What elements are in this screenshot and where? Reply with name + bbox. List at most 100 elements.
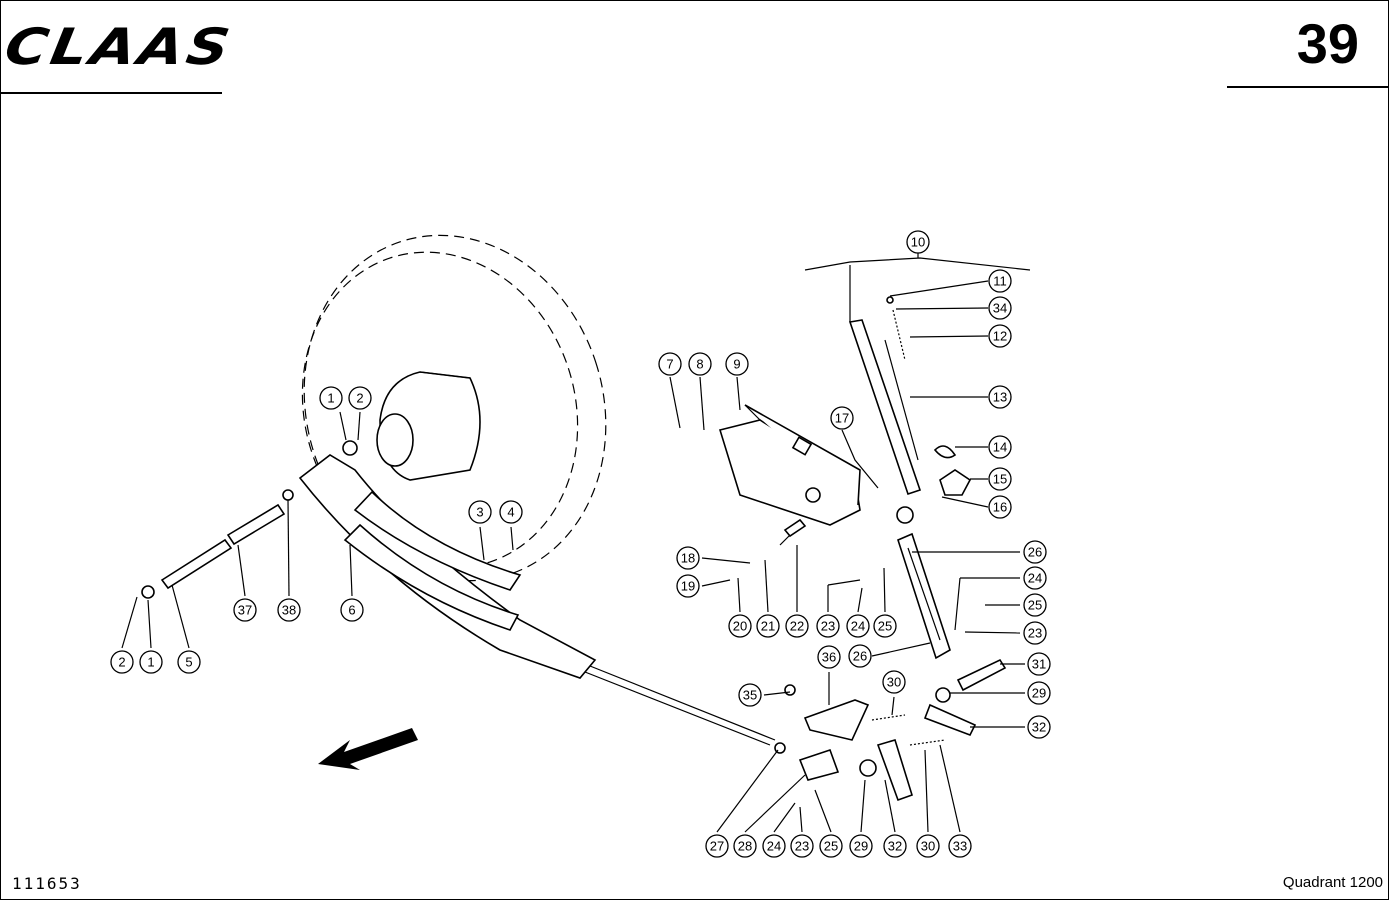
callout: 17 (830, 406, 854, 430)
callout-label: 31 (1032, 657, 1046, 672)
pins (141, 440, 358, 599)
callout-label: 24 (767, 839, 781, 854)
lining-upper (353, 490, 522, 591)
callout-label: 32 (888, 839, 902, 854)
callout: 19 (676, 574, 700, 598)
callout: 23 (790, 834, 814, 858)
lower-linkage (774, 658, 1007, 802)
callout: 3 (468, 500, 492, 524)
callout: 21 (756, 614, 780, 638)
callout-label: 35 (743, 688, 757, 703)
drawing-number: 111653 (12, 874, 82, 893)
callout: 27 (705, 834, 729, 858)
callout: 10 (906, 230, 930, 254)
callout-label: 20 (733, 619, 747, 634)
callout: 22 (785, 614, 809, 638)
callout-label: 10 (911, 235, 925, 250)
callout: 31 (1027, 652, 1051, 676)
callout-label: 1 (327, 391, 334, 406)
callout-label: 18 (681, 551, 695, 566)
callout: 14 (988, 435, 1012, 459)
callout: 8 (688, 352, 712, 376)
callout-label: 8 (696, 357, 703, 372)
callout: 1 (139, 650, 163, 674)
callout-label: 34 (993, 301, 1007, 316)
tension-rod (848, 296, 972, 524)
callout: 38 (277, 598, 301, 622)
callout: 30 (916, 834, 940, 858)
callout-label: 24 (1028, 571, 1042, 586)
callout-label: 23 (821, 619, 835, 634)
callout-label: 16 (993, 500, 1007, 515)
slotted-link (897, 532, 951, 660)
callout-label: 27 (710, 839, 724, 854)
callout-label: 26 (1028, 545, 1042, 560)
callout-label: 15 (993, 472, 1007, 487)
wheel-outline (301, 234, 607, 582)
callout-label: 24 (851, 619, 865, 634)
callout: 9 (725, 352, 749, 376)
callout: 18 (676, 546, 700, 570)
callout: 37 (233, 598, 257, 622)
callout: 5 (177, 650, 201, 674)
scraper-arm (298, 454, 776, 746)
callout-label: 29 (854, 839, 868, 854)
callout: 16 (988, 495, 1012, 519)
callout-label: 2 (118, 655, 125, 670)
callout: 25 (819, 834, 843, 858)
callout: 24 (846, 614, 870, 638)
callout: 29 (1027, 681, 1051, 705)
callout-label: 7 (666, 357, 673, 372)
callout-label: 23 (1028, 626, 1042, 641)
callout-label: 6 (348, 603, 355, 618)
direction-arrow (318, 728, 418, 770)
callout: 33 (948, 834, 972, 858)
callout: 32 (883, 834, 907, 858)
callout: 25 (873, 614, 897, 638)
callout-label: 14 (993, 440, 1007, 455)
callout-label: 32 (1032, 720, 1046, 735)
callout-label: 30 (921, 839, 935, 854)
callout: 24 (1023, 566, 1047, 590)
callout-label: 28 (738, 839, 752, 854)
callout-label: 25 (824, 839, 838, 854)
callout: 11 (988, 269, 1012, 293)
callout-label: 3 (476, 505, 483, 520)
callout: 4 (499, 500, 523, 524)
callout-label: 17 (835, 411, 849, 426)
callout: 6 (340, 598, 364, 622)
callout-label: 37 (238, 603, 252, 618)
callout: 12 (988, 324, 1012, 348)
callout: 24 (762, 834, 786, 858)
callout: 26 (848, 644, 872, 668)
callout: 36 (817, 645, 841, 669)
callout: 23 (816, 614, 840, 638)
callout: 13 (988, 385, 1012, 409)
wheel-hub (376, 371, 481, 481)
header-rule-left (0, 92, 222, 94)
callout-label: 1 (147, 655, 154, 670)
leader-lines (121, 252, 1031, 833)
callout-label: 29 (1032, 686, 1046, 701)
header-rule-right (1227, 86, 1389, 88)
callout: 29 (849, 834, 873, 858)
callout: 23 (1023, 621, 1047, 645)
callout-label: 36 (822, 650, 836, 665)
callout: 32 (1027, 715, 1051, 739)
callout-label: 9 (733, 357, 740, 372)
callout: 15 (988, 467, 1012, 491)
page-number: 39 (1296, 12, 1359, 75)
callout-label: 25 (878, 619, 892, 634)
callout-label: 38 (282, 603, 296, 618)
callout-label: 33 (953, 839, 967, 854)
callout: 2 (348, 386, 372, 410)
callout-label: 2 (356, 391, 363, 406)
callout-label: 4 (507, 505, 514, 520)
callout: 1 (319, 386, 343, 410)
callout: 34 (988, 296, 1012, 320)
callout-label: 13 (993, 390, 1007, 405)
mounting-bracket (718, 404, 861, 546)
callout: 2 (110, 650, 134, 674)
callout-label: 11 (993, 274, 1007, 289)
